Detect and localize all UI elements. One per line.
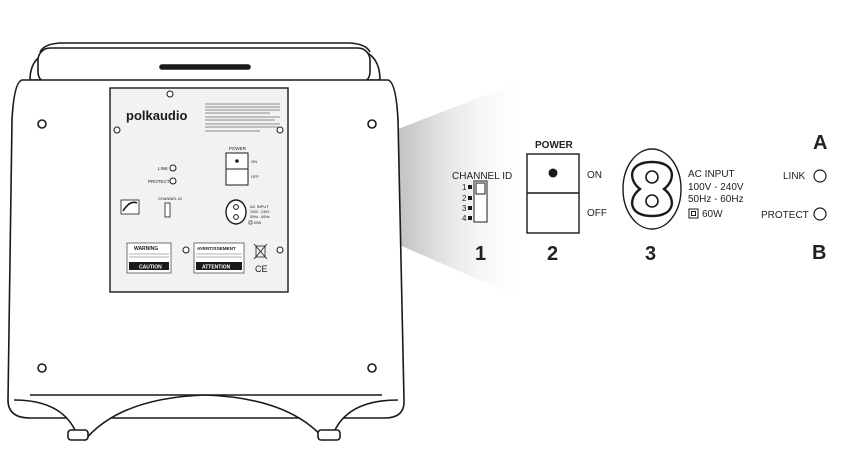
panel-on-label: ON [251,159,257,164]
svg-text:AVERTISSEMENT: AVERTISSEMENT [197,246,236,251]
panel-link-led [169,164,177,172]
svg-text:WARNING: WARNING [134,246,158,252]
power-label: POWER [535,140,574,151]
svg-text:ATTENTION: ATTENTION [202,265,231,271]
svg-text:CAUTION: CAUTION [139,265,162,271]
avertissement-label: AVERTISSEMENT ATTENTION [193,242,245,274]
channel-id-label: CHANNEL ID [452,171,512,182]
panel-channel-switch [164,202,171,218]
weee-bin-icon [253,243,268,260]
ac-socket-icon [622,148,682,230]
power-on-label: ON [587,170,602,181]
callout-channel-id: CHANNEL ID 1 2 3 4 1 [452,171,512,265]
panel-watt: 60W [254,221,262,225]
panel-protect-label: PROTECT [148,179,170,184]
warning-label: WARNING CAUTION [126,242,172,274]
panel-ac-socket [225,199,247,225]
ac-wattage: 60W [702,209,723,220]
energy-icon [120,199,140,215]
callout-power: POWER ON OFF 2 [526,140,607,265]
channel-id-switch [473,180,488,223]
power-off-label: OFF [587,208,607,219]
svg-text:1: 1 [462,183,467,192]
number-3: 3 [645,243,656,265]
link-label: LINK [783,171,806,182]
number-2: 2 [547,243,558,265]
callout-ac-input: AC INPUT 100V - 240V 50Hz - 60Hz 60W 3 [622,148,744,265]
letter-b: B [812,242,826,264]
number-1: 1 [475,243,486,265]
protect-led [813,207,827,221]
rear-panel: polkaudio LINK PROTECT CHANNEL ID POWER … [109,87,289,293]
panel-protect-led [169,177,177,185]
panel-ac-freq: 50Hz - 60Hz [250,215,270,219]
panel-link-label: LINK [158,166,168,171]
panel-ac-label: AC INPUT [250,204,269,209]
protect-label: PROTECT [761,210,809,221]
svg-text:2: 2 [462,194,467,203]
panel-channel-label: CHANNEL ID [158,196,182,201]
channel-numbers: 1 2 3 4 [462,183,467,223]
letter-a: A [813,132,827,154]
ac-input-label: AC INPUT [688,169,735,180]
ce-mark: CE [255,264,268,274]
svg-text:3: 3 [462,204,467,213]
panel-ac-voltage: 100V - 240V [250,210,270,214]
callout-leds: A LINK PROTECT B [761,132,827,264]
panel-power-label: POWER [229,146,247,151]
ac-frequency: 50Hz - 60Hz [688,194,744,205]
panel-off-label: OFF [251,174,260,179]
ac-voltage: 100V - 240V [688,182,744,193]
link-led [813,169,827,183]
brand-logo: polkaudio [126,108,187,123]
power-dot-icon [548,168,558,178]
svg-text:4: 4 [462,214,467,223]
double-insulation-icon [688,208,699,219]
